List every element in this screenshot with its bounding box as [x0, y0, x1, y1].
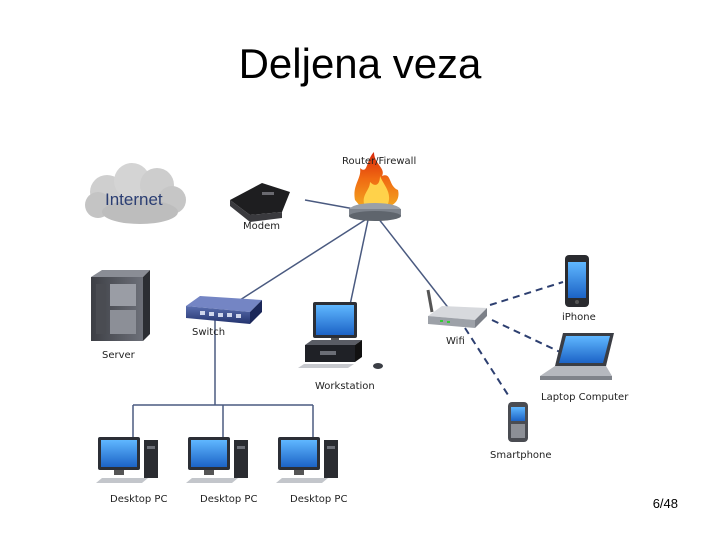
- connection-lines: [132, 199, 564, 440]
- link-wifi-iphone: [489, 281, 564, 306]
- switch-icon: [186, 296, 262, 324]
- desktop-pc-icon: [276, 437, 338, 483]
- server-icon: [91, 270, 150, 341]
- link-router-wifi: [377, 217, 451, 311]
- wifi-icon: [426, 289, 487, 328]
- smartphone-label: Smartphone: [490, 450, 552, 461]
- desktop-pc-icon: [186, 437, 248, 483]
- link-router-workstation: [349, 219, 369, 306]
- desktop-pc-1-label: Desktop PC: [110, 494, 167, 505]
- router-firewall-icon: [349, 152, 401, 221]
- desktop-pc-icon: [96, 437, 158, 483]
- link-wifi-laptop: [491, 319, 561, 353]
- workstation-label: Workstation: [315, 381, 375, 392]
- desktop-pc-2-label: Desktop PC: [200, 494, 257, 505]
- internet-label: Internet: [105, 190, 163, 209]
- modem-icon: [230, 183, 290, 222]
- switch-label: Switch: [192, 327, 225, 338]
- wifi-label: Wifi: [446, 336, 465, 347]
- page-number: 6/48: [652, 496, 678, 511]
- laptop-label: Laptop Computer: [541, 392, 629, 403]
- link-wifi-smartphone: [464, 327, 511, 399]
- server-label: Server: [102, 350, 136, 361]
- iphone-label: iPhone: [562, 312, 596, 323]
- link-router-switch: [239, 219, 366, 301]
- laptop-icon: [540, 333, 614, 380]
- modem-label: Modem: [243, 221, 280, 232]
- desktop-pc-3-label: Desktop PC: [290, 494, 347, 505]
- slide-title: Deljena veza: [238, 40, 482, 87]
- workstation-icon: [298, 302, 383, 369]
- internet-cloud-icon: [85, 163, 186, 224]
- router-label: Router/Firewall: [342, 156, 416, 167]
- smartphone-icon: [508, 402, 528, 442]
- iphone-icon: [565, 255, 589, 307]
